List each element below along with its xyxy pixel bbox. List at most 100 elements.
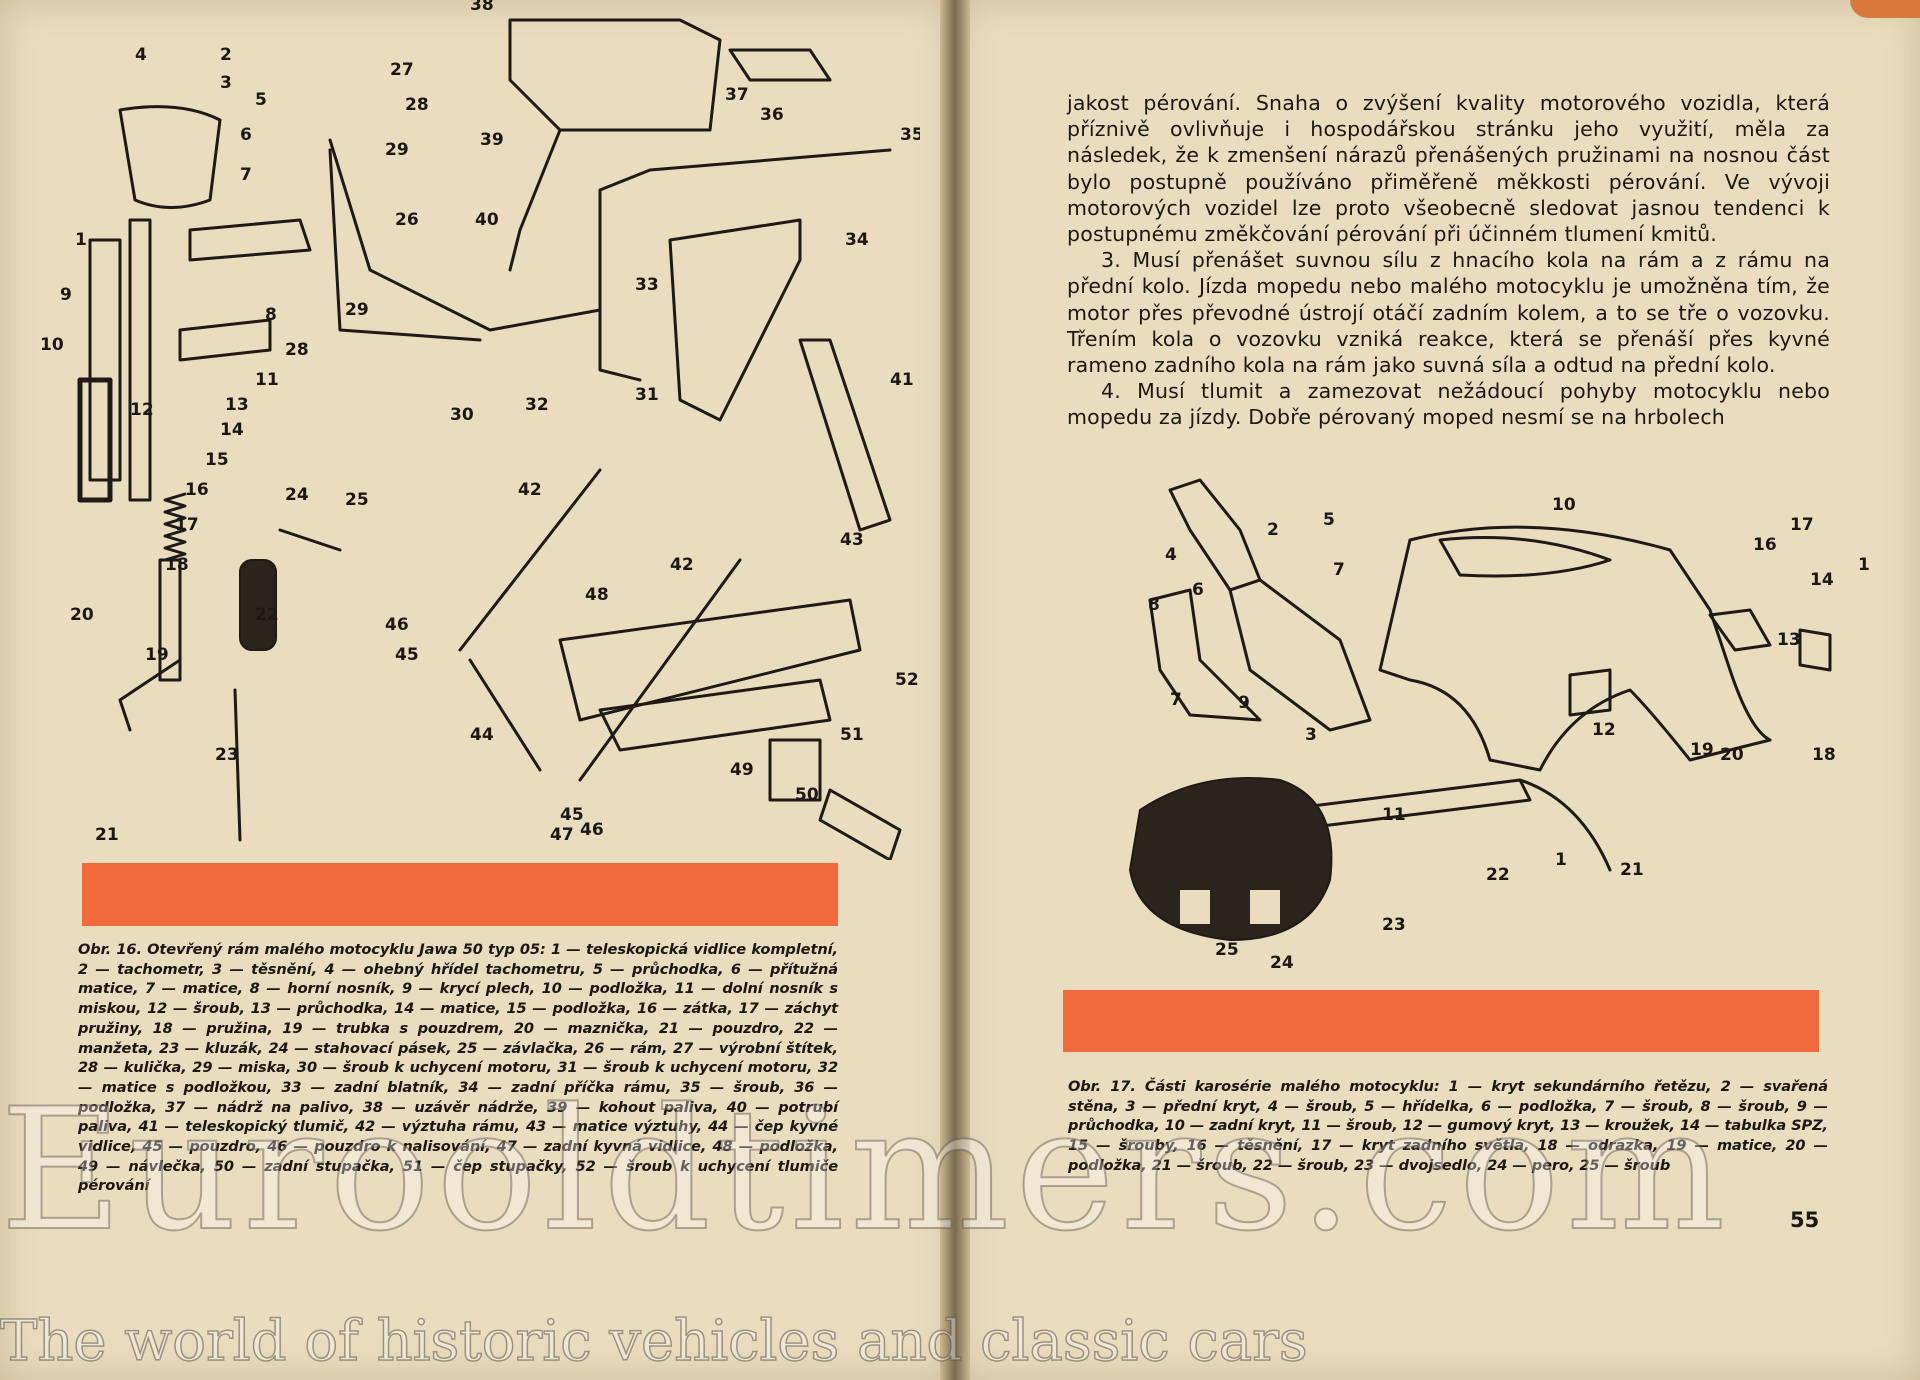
fig16-label: 28 bbox=[285, 340, 309, 360]
fig16-label: 16 bbox=[185, 480, 209, 500]
fig17-label: 3 bbox=[1305, 725, 1317, 745]
fig16-label: 38 bbox=[470, 0, 494, 15]
fig16-label: 51 bbox=[840, 725, 864, 745]
fig16-label: 15 bbox=[205, 450, 229, 470]
fig17-label: 11 bbox=[1382, 805, 1406, 825]
fig16-label: 50 bbox=[795, 785, 819, 805]
fig17-label: 2 bbox=[1267, 520, 1279, 540]
fig16-label: 52 bbox=[895, 670, 919, 690]
fig16-label: 6 bbox=[240, 125, 252, 145]
figure-16-caption: Obr. 16. Otevřený rám malého motocyklu J… bbox=[78, 941, 838, 1195]
corner-tab bbox=[1850, 0, 1920, 18]
fig17-label: 18 bbox=[1812, 745, 1836, 765]
figure-16-exploded-frame: 1 2 3 4 5 6 7 8 9 10 11 12 13 14 15 16 1… bbox=[40, 0, 920, 860]
fig16-label: 9 bbox=[60, 285, 72, 305]
fig16-label: 30 bbox=[450, 405, 474, 425]
fig16-label: 26 bbox=[395, 210, 419, 230]
fig16-label: 8 bbox=[265, 305, 277, 325]
fig17-label: 21 bbox=[1620, 860, 1644, 880]
fig16-label: 42 bbox=[518, 480, 542, 500]
figure-17-body-parts: 1 2 3 4 5 6 7 7 8 9 10 11 12 13 14 15 16… bbox=[1110, 470, 1870, 1030]
page-number: 55 bbox=[1790, 1208, 1820, 1232]
fig17-label: 4 bbox=[1165, 545, 1177, 565]
fig16-label: 5 bbox=[255, 90, 267, 110]
fig16-label: 1 bbox=[75, 230, 87, 250]
body-paragraph: jakost pérování. Snaha o zvýšení kvality… bbox=[1067, 91, 1830, 247]
body-paragraph: 4. Musí tlumit a zamezovat nežádoucí poh… bbox=[1067, 379, 1830, 430]
fig16-label: 48 bbox=[585, 585, 609, 605]
fig16-label: 29 bbox=[385, 140, 409, 160]
fig16-label: 10 bbox=[40, 335, 64, 355]
fig16-label: 23 bbox=[215, 745, 239, 765]
fig16-label: 17 bbox=[175, 515, 199, 535]
fig16-label: 28 bbox=[405, 95, 429, 115]
orange-band bbox=[1063, 990, 1819, 1052]
fig17-label: 7 bbox=[1333, 560, 1345, 580]
fig17-label: 5 bbox=[1323, 510, 1335, 530]
fig16-label: 19 bbox=[145, 645, 169, 665]
fig17-label: 22 bbox=[1486, 865, 1510, 885]
figure-16-drawing: 1 2 3 4 5 6 7 8 9 10 11 12 13 14 15 16 1… bbox=[40, 0, 920, 860]
fig16-label: 2 bbox=[220, 45, 232, 65]
fig17-label: 15 bbox=[1858, 555, 1870, 575]
fig17-label: 24 bbox=[1270, 953, 1294, 973]
watermark-tagline: The world of historic vehicles and class… bbox=[0, 1309, 1308, 1374]
fig17-label: 7 bbox=[1170, 690, 1182, 710]
fig16-label: 22 bbox=[255, 605, 279, 625]
fig16-label: 12 bbox=[130, 400, 154, 420]
fig16-label: 36 bbox=[760, 105, 784, 125]
fig16-label: 46 bbox=[580, 820, 604, 840]
fig16-label: 35 bbox=[900, 125, 920, 145]
fig16-label: 24 bbox=[285, 485, 309, 505]
fig17-label: 9 bbox=[1238, 693, 1250, 713]
fig16-label: 13 bbox=[225, 395, 249, 415]
fig16-label: 31 bbox=[635, 385, 659, 405]
left-page bbox=[0, 0, 952, 1380]
fig16-label: 3 bbox=[220, 73, 232, 93]
fig17-label: 16 bbox=[1753, 535, 1777, 555]
figure-17-caption: Obr. 17. Části karosérie malého motocykl… bbox=[1068, 1078, 1828, 1174]
figure-17-drawing: 1 2 3 4 5 6 7 7 8 9 10 11 12 13 14 15 16… bbox=[1128, 478, 1870, 973]
fig17-label: 6 bbox=[1192, 580, 1204, 600]
fig17-label: 23 bbox=[1382, 915, 1406, 935]
fig17-label: 8 bbox=[1148, 595, 1160, 615]
fig16-label: 11 bbox=[255, 370, 279, 390]
fig16-label: 25 bbox=[345, 490, 369, 510]
fig16-label: 27 bbox=[390, 60, 414, 80]
orange-band bbox=[82, 863, 838, 926]
fig17-label: 1 bbox=[1555, 850, 1567, 870]
fig16-label: 40 bbox=[475, 210, 499, 230]
fig17-label: 10 bbox=[1552, 495, 1576, 515]
fig16-label: 43 bbox=[840, 530, 864, 550]
fig16-label: 29 bbox=[345, 300, 369, 320]
fig17-label: 20 bbox=[1720, 745, 1744, 765]
fig16-label: 49 bbox=[730, 760, 754, 780]
fig17-label: 12 bbox=[1592, 720, 1616, 740]
body-text: jakost pérování. Snaha o zvýšení kvality… bbox=[1067, 90, 1830, 431]
fig16-label: 41 bbox=[890, 370, 914, 390]
fig16-label: 33 bbox=[635, 275, 659, 295]
fig16-label: 4 bbox=[135, 45, 147, 65]
fig16-label: 37 bbox=[725, 85, 749, 105]
book-gutter bbox=[940, 0, 970, 1380]
fig16-label: 21 bbox=[95, 825, 119, 845]
fig16-label: 42 bbox=[670, 555, 694, 575]
fig16-label: 47 bbox=[550, 825, 574, 845]
body-paragraph: 3. Musí přenášet suvnou sílu z hnacího k… bbox=[1067, 248, 1830, 378]
fig16-label: 18 bbox=[165, 555, 189, 575]
fig16-label: 34 bbox=[845, 230, 869, 250]
fig16-label: 44 bbox=[470, 725, 494, 745]
fig16-label: 39 bbox=[480, 130, 504, 150]
fig17-label: 14 bbox=[1810, 570, 1834, 590]
fig16-label: 45 bbox=[560, 805, 584, 825]
fig17-label: 25 bbox=[1215, 940, 1239, 960]
fig16-label: 32 bbox=[525, 395, 549, 415]
fig16-label: 46 bbox=[385, 615, 409, 635]
fig17-label: 17 bbox=[1790, 515, 1814, 535]
watermark: Eurooldtimers.com bbox=[0, 1072, 1732, 1268]
fig16-label: 20 bbox=[70, 605, 94, 625]
fig16-label: 14 bbox=[220, 420, 244, 440]
fig16-label: 7 bbox=[240, 165, 252, 185]
fig17-label: 13 bbox=[1777, 630, 1801, 650]
fig16-label: 45 bbox=[395, 645, 419, 665]
